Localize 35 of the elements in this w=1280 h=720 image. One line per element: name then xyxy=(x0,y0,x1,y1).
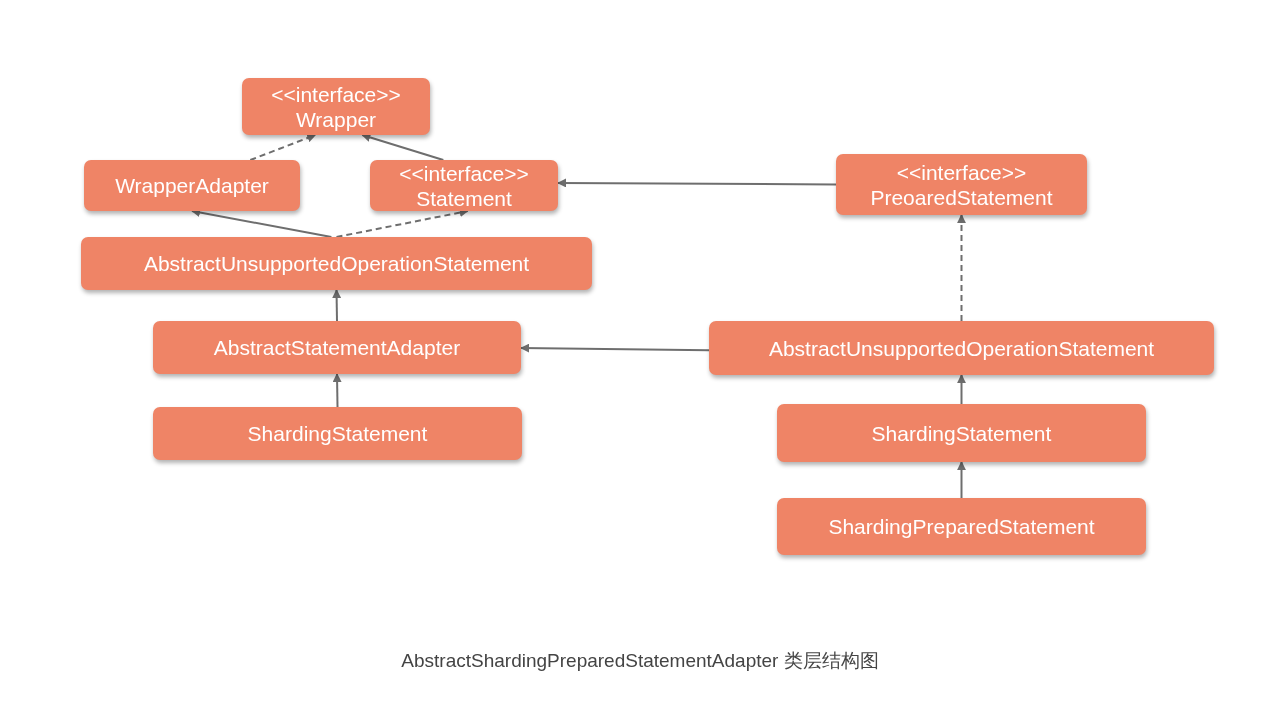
class-box xyxy=(153,321,521,374)
stereotype-label: <<interface>> xyxy=(399,160,529,186)
class-name: ShardingPreparedStatement xyxy=(828,514,1095,539)
class-name: PreoaredStatement xyxy=(870,184,1053,210)
arrow xyxy=(361,133,445,161)
class-box xyxy=(370,160,558,211)
class-box xyxy=(777,498,1146,555)
class-box xyxy=(242,78,430,135)
class-name: WrapperAdapter xyxy=(115,173,269,198)
arrow xyxy=(332,373,342,408)
arrow xyxy=(957,374,966,405)
arrow xyxy=(557,178,837,188)
class-name: Wrapper xyxy=(295,106,377,132)
stereotype-label: <<interface>> xyxy=(271,81,401,107)
class-box xyxy=(777,404,1146,462)
class-box xyxy=(153,407,522,460)
arrow xyxy=(335,208,469,238)
class-box xyxy=(81,237,592,290)
class-name: ShardingStatement xyxy=(871,420,1052,446)
stereotype-label: <<interface>> xyxy=(896,159,1027,185)
arrow xyxy=(957,214,966,322)
class-box xyxy=(84,160,300,211)
arrow xyxy=(332,289,342,322)
class-box xyxy=(709,321,1214,375)
class-name: AbstractUnsupportedOperationStatement xyxy=(768,335,1155,361)
figure-caption: AbstractShardingPreparedStatementAdapter 类层结构图 xyxy=(400,649,880,673)
class-name: AbstractUnsupportedOperationStatement xyxy=(143,251,530,276)
arrow xyxy=(191,208,333,238)
class-name: ShardingStatement xyxy=(247,421,428,446)
class-box xyxy=(836,154,1087,215)
arrow xyxy=(957,461,966,499)
arrow xyxy=(249,133,317,161)
class-name: AbstractStatementAdapter xyxy=(213,335,461,360)
arrow xyxy=(520,343,710,353)
class-name: Statement xyxy=(416,185,512,211)
